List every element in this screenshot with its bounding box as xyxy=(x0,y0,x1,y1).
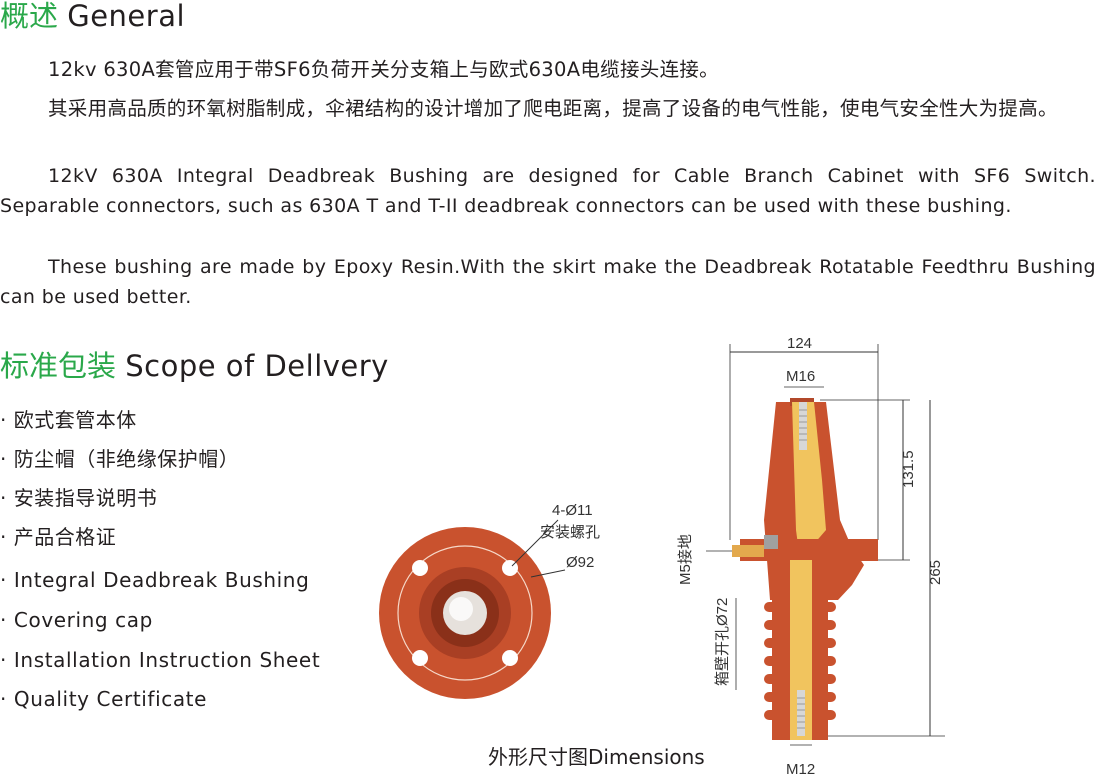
delivery-item-en: · Quality Certificate xyxy=(0,687,208,711)
general-heading-en: General xyxy=(67,0,186,33)
general-heading: 概述 General xyxy=(0,0,185,32)
general-para-2: 其采用高品质的环氧树脂制成，伞裙结构的设计增加了爬电距离，提高了设备的电气性能，… xyxy=(48,97,1058,120)
delivery-item-en: · Integral Deadbreak Bushing xyxy=(0,568,310,592)
delivery-item-cn: · 欧式套管本体 xyxy=(0,408,137,432)
figure-caption: 外形尺寸图Dimensions xyxy=(488,745,705,769)
delivery-item-en: · Covering cap xyxy=(0,608,153,632)
delivery-item-en: · Installation Instruction Sheet xyxy=(0,648,321,672)
general-para-4: These bushing are made by Epoxy Resin.Wi… xyxy=(0,256,1096,308)
delivery-heading: 标准包装 Scope of Dellvery xyxy=(0,350,389,382)
general-heading-cn: 概述 xyxy=(0,0,59,33)
dim-bottom-thread: M12 xyxy=(786,761,815,778)
general-para-1: 12kv 630A套管应用于带SF6负荷开关分支箱上与欧式630A电缆接头连接。 xyxy=(48,58,719,81)
dim-width: 124 xyxy=(787,335,812,352)
delivery-item-cn: · 防尘帽（非绝缘保护帽） xyxy=(0,447,240,471)
delivery-heading-cn: 标准包装 xyxy=(0,349,117,383)
dim-total-height: 265 xyxy=(927,560,944,585)
dim-upper-height: 131.5 xyxy=(900,450,917,488)
dim-wall-hole: 箱壁开孔Ø72 xyxy=(714,598,731,686)
general-para-3: 12kV 630A Integral Deadbreak Bushing are… xyxy=(0,165,1096,217)
delivery-item-cn: · 安装指导说明书 xyxy=(0,486,158,510)
dim-top-thread: M16 xyxy=(786,368,815,385)
delivery-item-cn: · 产品合格证 xyxy=(0,525,117,549)
flange-holes-cn-label: 安装螺孔 xyxy=(540,524,600,541)
flange-holes-label: 4-Ø11 xyxy=(552,502,593,519)
flange-circle-label: Ø92 xyxy=(566,554,594,571)
dim-ground: M5接地 xyxy=(677,534,694,585)
delivery-heading-en: Scope of Dellvery xyxy=(125,349,389,383)
